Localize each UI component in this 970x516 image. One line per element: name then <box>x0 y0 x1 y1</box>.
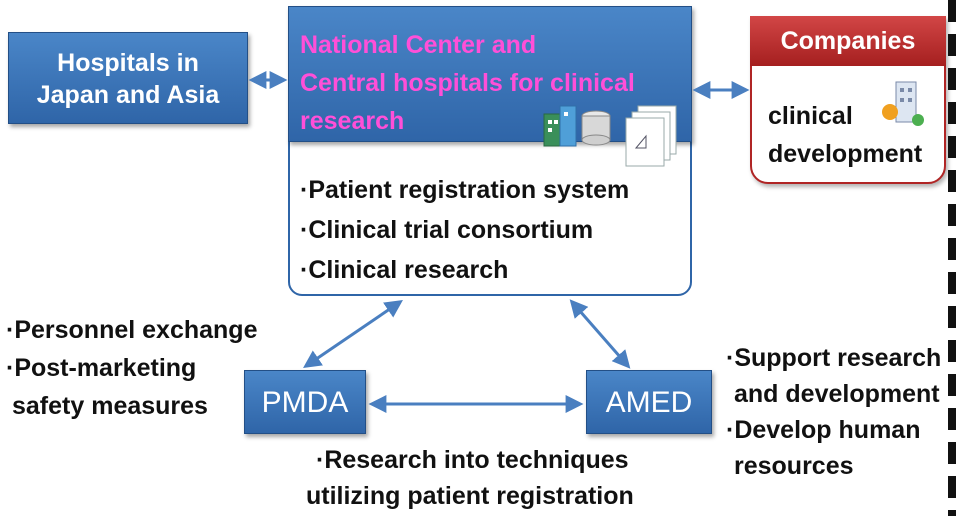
amed-note-3: ·Develop human <box>726 416 921 444</box>
arrow-pmda-center <box>303 299 403 369</box>
amed-note-2: and development <box>734 380 940 408</box>
amed-note-1: ·Support research <box>726 344 942 372</box>
center-icons <box>543 105 677 167</box>
hospitals-box: Hospitals in Japan and Asia <box>8 32 248 124</box>
hospitals-label-line1: Hospitals in <box>57 49 199 77</box>
center-bullet-3: ·Clinical research <box>300 256 509 284</box>
companies-body-line2: development <box>768 140 923 168</box>
center-bullet-2: ·Clinical trial consortium <box>300 216 594 244</box>
center-title-line1: National Center and <box>300 31 537 59</box>
pmda-box: PMDA <box>244 370 366 434</box>
pmda-note-2: ·Post-marketing <box>6 354 197 382</box>
bottom-note-line2: utilizing patient registration <box>306 482 634 510</box>
pmda-note-1: ·Personnel exchange <box>6 316 258 344</box>
center-title-line3: research <box>300 107 405 135</box>
national-center-header <box>288 6 692 142</box>
national-center-title: National Center and Central hospitals fo… <box>300 26 680 140</box>
building-icon <box>543 105 577 147</box>
bottom-note-line1: ·Research into techniques <box>316 446 629 474</box>
companies-header: Companies <box>750 16 946 66</box>
arrow-amed-center <box>569 299 631 369</box>
company-building-icon <box>882 81 924 126</box>
dashed-border <box>948 0 956 516</box>
database-icon <box>581 110 611 146</box>
pmda-note-3: safety measures <box>12 392 208 420</box>
center-title-line2: Central hospitals for clinical <box>300 69 635 97</box>
documents-icon <box>625 105 677 167</box>
hospitals-label-line2: Japan and Asia <box>36 81 220 109</box>
amed-note-4: resources <box>734 452 854 480</box>
amed-box: AMED <box>586 370 712 434</box>
companies-body-line1: clinical <box>768 102 853 130</box>
center-bullet-1: ·Patient registration system <box>300 176 630 204</box>
